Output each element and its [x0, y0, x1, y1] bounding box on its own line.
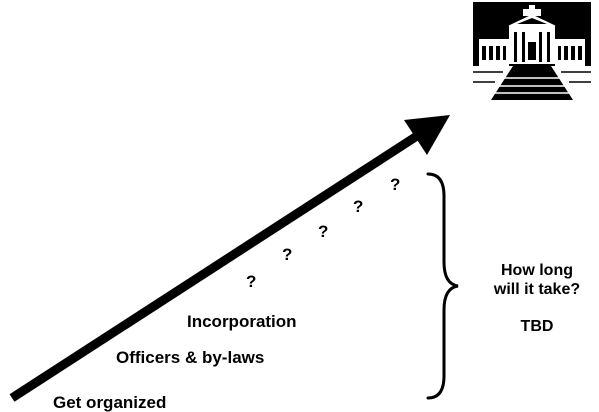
- unknown-step-5: ?: [390, 175, 401, 194]
- unknown-step-4: ?: [353, 197, 364, 216]
- courthouse-icon: [473, 2, 591, 100]
- unknown-step-1: ?: [246, 272, 257, 291]
- duration-question-line-2: will it take?: [493, 281, 581, 299]
- duration-question: How long will it take?: [462, 261, 599, 299]
- step-label-officers-bylaws: Officers & by-laws: [116, 348, 265, 367]
- duration-answer: TBD: [520, 318, 554, 335]
- unknown-step-2: ?: [282, 245, 293, 264]
- unknown-step-3: ?: [318, 222, 329, 241]
- duration-question-line-1: How long: [501, 262, 573, 279]
- step-label-incorporation: Incorporation: [187, 312, 297, 331]
- step-label-get-organized: Get organized: [53, 393, 167, 412]
